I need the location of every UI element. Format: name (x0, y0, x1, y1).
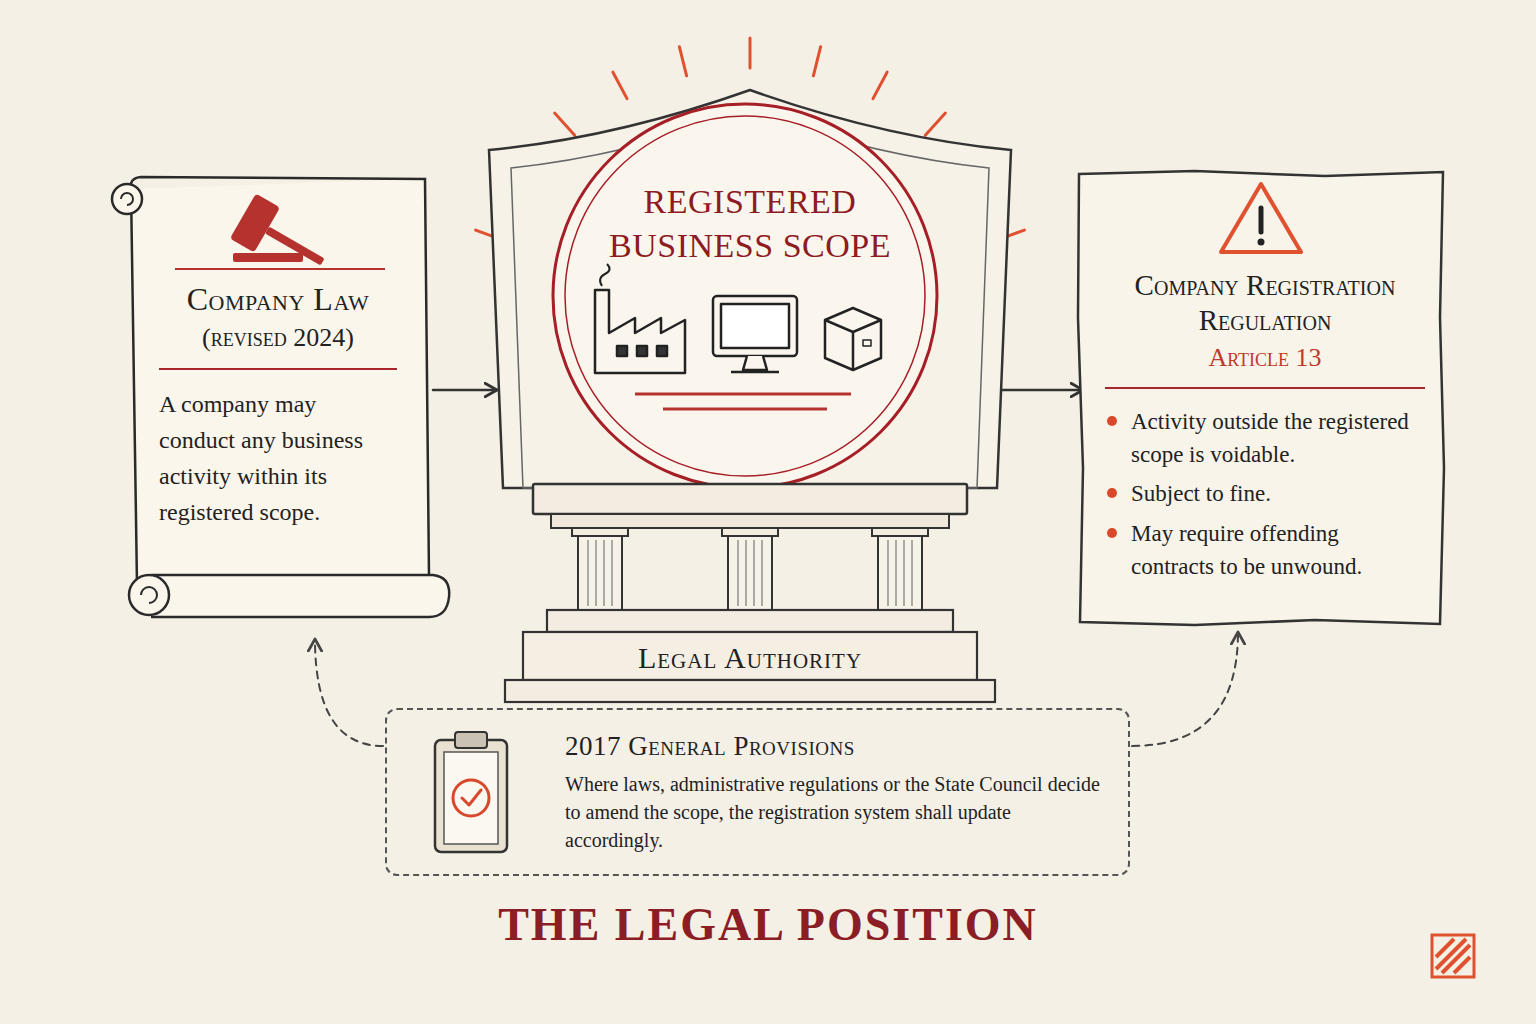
decoration (679, 47, 686, 76)
decoration (1258, 239, 1265, 246)
decoration (233, 253, 303, 262)
diagram-title: THE LEGAL POSITION (0, 898, 1536, 951)
decoration (131, 179, 429, 585)
bullet-item: Subject to fine. (1105, 477, 1425, 510)
pedestal-label: Legal Authority (525, 641, 975, 676)
decoration (485, 88, 1015, 488)
decoration (555, 113, 575, 135)
decoration (825, 320, 881, 370)
decoration (595, 540, 596, 606)
decoration (141, 587, 157, 603)
decoration (112, 184, 142, 214)
law-body: A company may conduct any business activ… (159, 386, 397, 530)
decoration (230, 193, 280, 252)
decoration (731, 371, 779, 374)
decoration (435, 740, 507, 852)
decoration (737, 540, 738, 606)
decoration (903, 540, 904, 606)
decoration (722, 528, 778, 536)
decoration (713, 296, 797, 356)
decoration (761, 540, 762, 606)
decoration (657, 346, 667, 356)
decoration (925, 113, 945, 135)
provisions-box: 2017 General ProvisionsWhere laws, admin… (385, 708, 1130, 876)
divider-rule (1105, 387, 1425, 389)
stamp-mark (1432, 935, 1474, 977)
flow-arrow (997, 389, 1083, 392)
decoration (911, 540, 912, 606)
decoration (572, 528, 628, 536)
decoration (523, 632, 977, 680)
decoration (617, 346, 627, 356)
decoration (753, 540, 754, 606)
decoration (462, 790, 481, 805)
scope-heading: REGISTERED BUSINESS SCOPE (580, 180, 920, 268)
flow-arrow (433, 389, 497, 392)
decoration (121, 193, 133, 205)
decoration (553, 104, 937, 488)
pedestal-base: Legal Authority (505, 478, 995, 703)
decoration (595, 264, 881, 373)
decoration (578, 536, 622, 610)
decoration (565, 116, 925, 476)
decoration (505, 680, 995, 702)
dashed-arrow (315, 639, 383, 746)
decoration (547, 610, 953, 632)
provisions-body: Where laws, administrative regulations o… (565, 770, 1110, 854)
shield-emblem: REGISTERED BUSINESS SCOPE (485, 88, 1015, 488)
law-heading: Company Law (159, 280, 397, 318)
decoration (613, 72, 627, 98)
decoration (131, 177, 429, 585)
decoration (533, 484, 967, 514)
decoration (587, 540, 588, 606)
decoration (444, 752, 498, 844)
decoration (721, 304, 789, 348)
decoration (663, 408, 827, 411)
decoration (813, 47, 820, 76)
decoration (873, 72, 887, 98)
decoration (745, 540, 746, 606)
decoration (175, 268, 385, 270)
law-subheading: (revised 2024) (159, 322, 397, 353)
decoration (635, 393, 851, 396)
decoration (825, 308, 881, 370)
decoration (887, 540, 888, 606)
decoration (749, 38, 752, 68)
decoration (611, 540, 612, 606)
dashed-arrow (1132, 632, 1238, 746)
decoration (129, 575, 169, 615)
bullet-item: May require offending contracts to be un… (1105, 517, 1425, 584)
decoration (595, 290, 685, 373)
decoration (455, 732, 487, 748)
bullet-item: Activity outside the registered scope is… (1105, 405, 1425, 472)
decoration (878, 536, 922, 610)
decoration (603, 540, 604, 606)
decoration (743, 356, 767, 370)
decoration (728, 536, 772, 610)
decoration (551, 514, 949, 528)
warning-panel: Company Registration RegulationArticle 1… (1075, 168, 1447, 628)
decoration (1259, 208, 1264, 232)
decoration (1436, 939, 1470, 973)
decoration (1221, 184, 1301, 252)
decoration (600, 264, 609, 286)
decoration (151, 575, 449, 617)
decoration (863, 340, 871, 346)
decoration (872, 528, 928, 536)
divider-rule (159, 368, 397, 370)
decoration (489, 90, 1011, 488)
article-number: Article 13 (1105, 342, 1425, 373)
scroll-panel: Company Law (revised 2024) A company may c… (95, 165, 455, 635)
decoration (1078, 171, 1444, 625)
decoration (895, 540, 896, 606)
decoration (230, 193, 336, 284)
decoration (637, 346, 647, 356)
decoration (453, 780, 489, 816)
provisions-heading: 2017 General Provisions (565, 730, 1110, 764)
regulation-heading: Company Registration Regulation (1105, 268, 1425, 338)
decoration (1432, 935, 1474, 977)
